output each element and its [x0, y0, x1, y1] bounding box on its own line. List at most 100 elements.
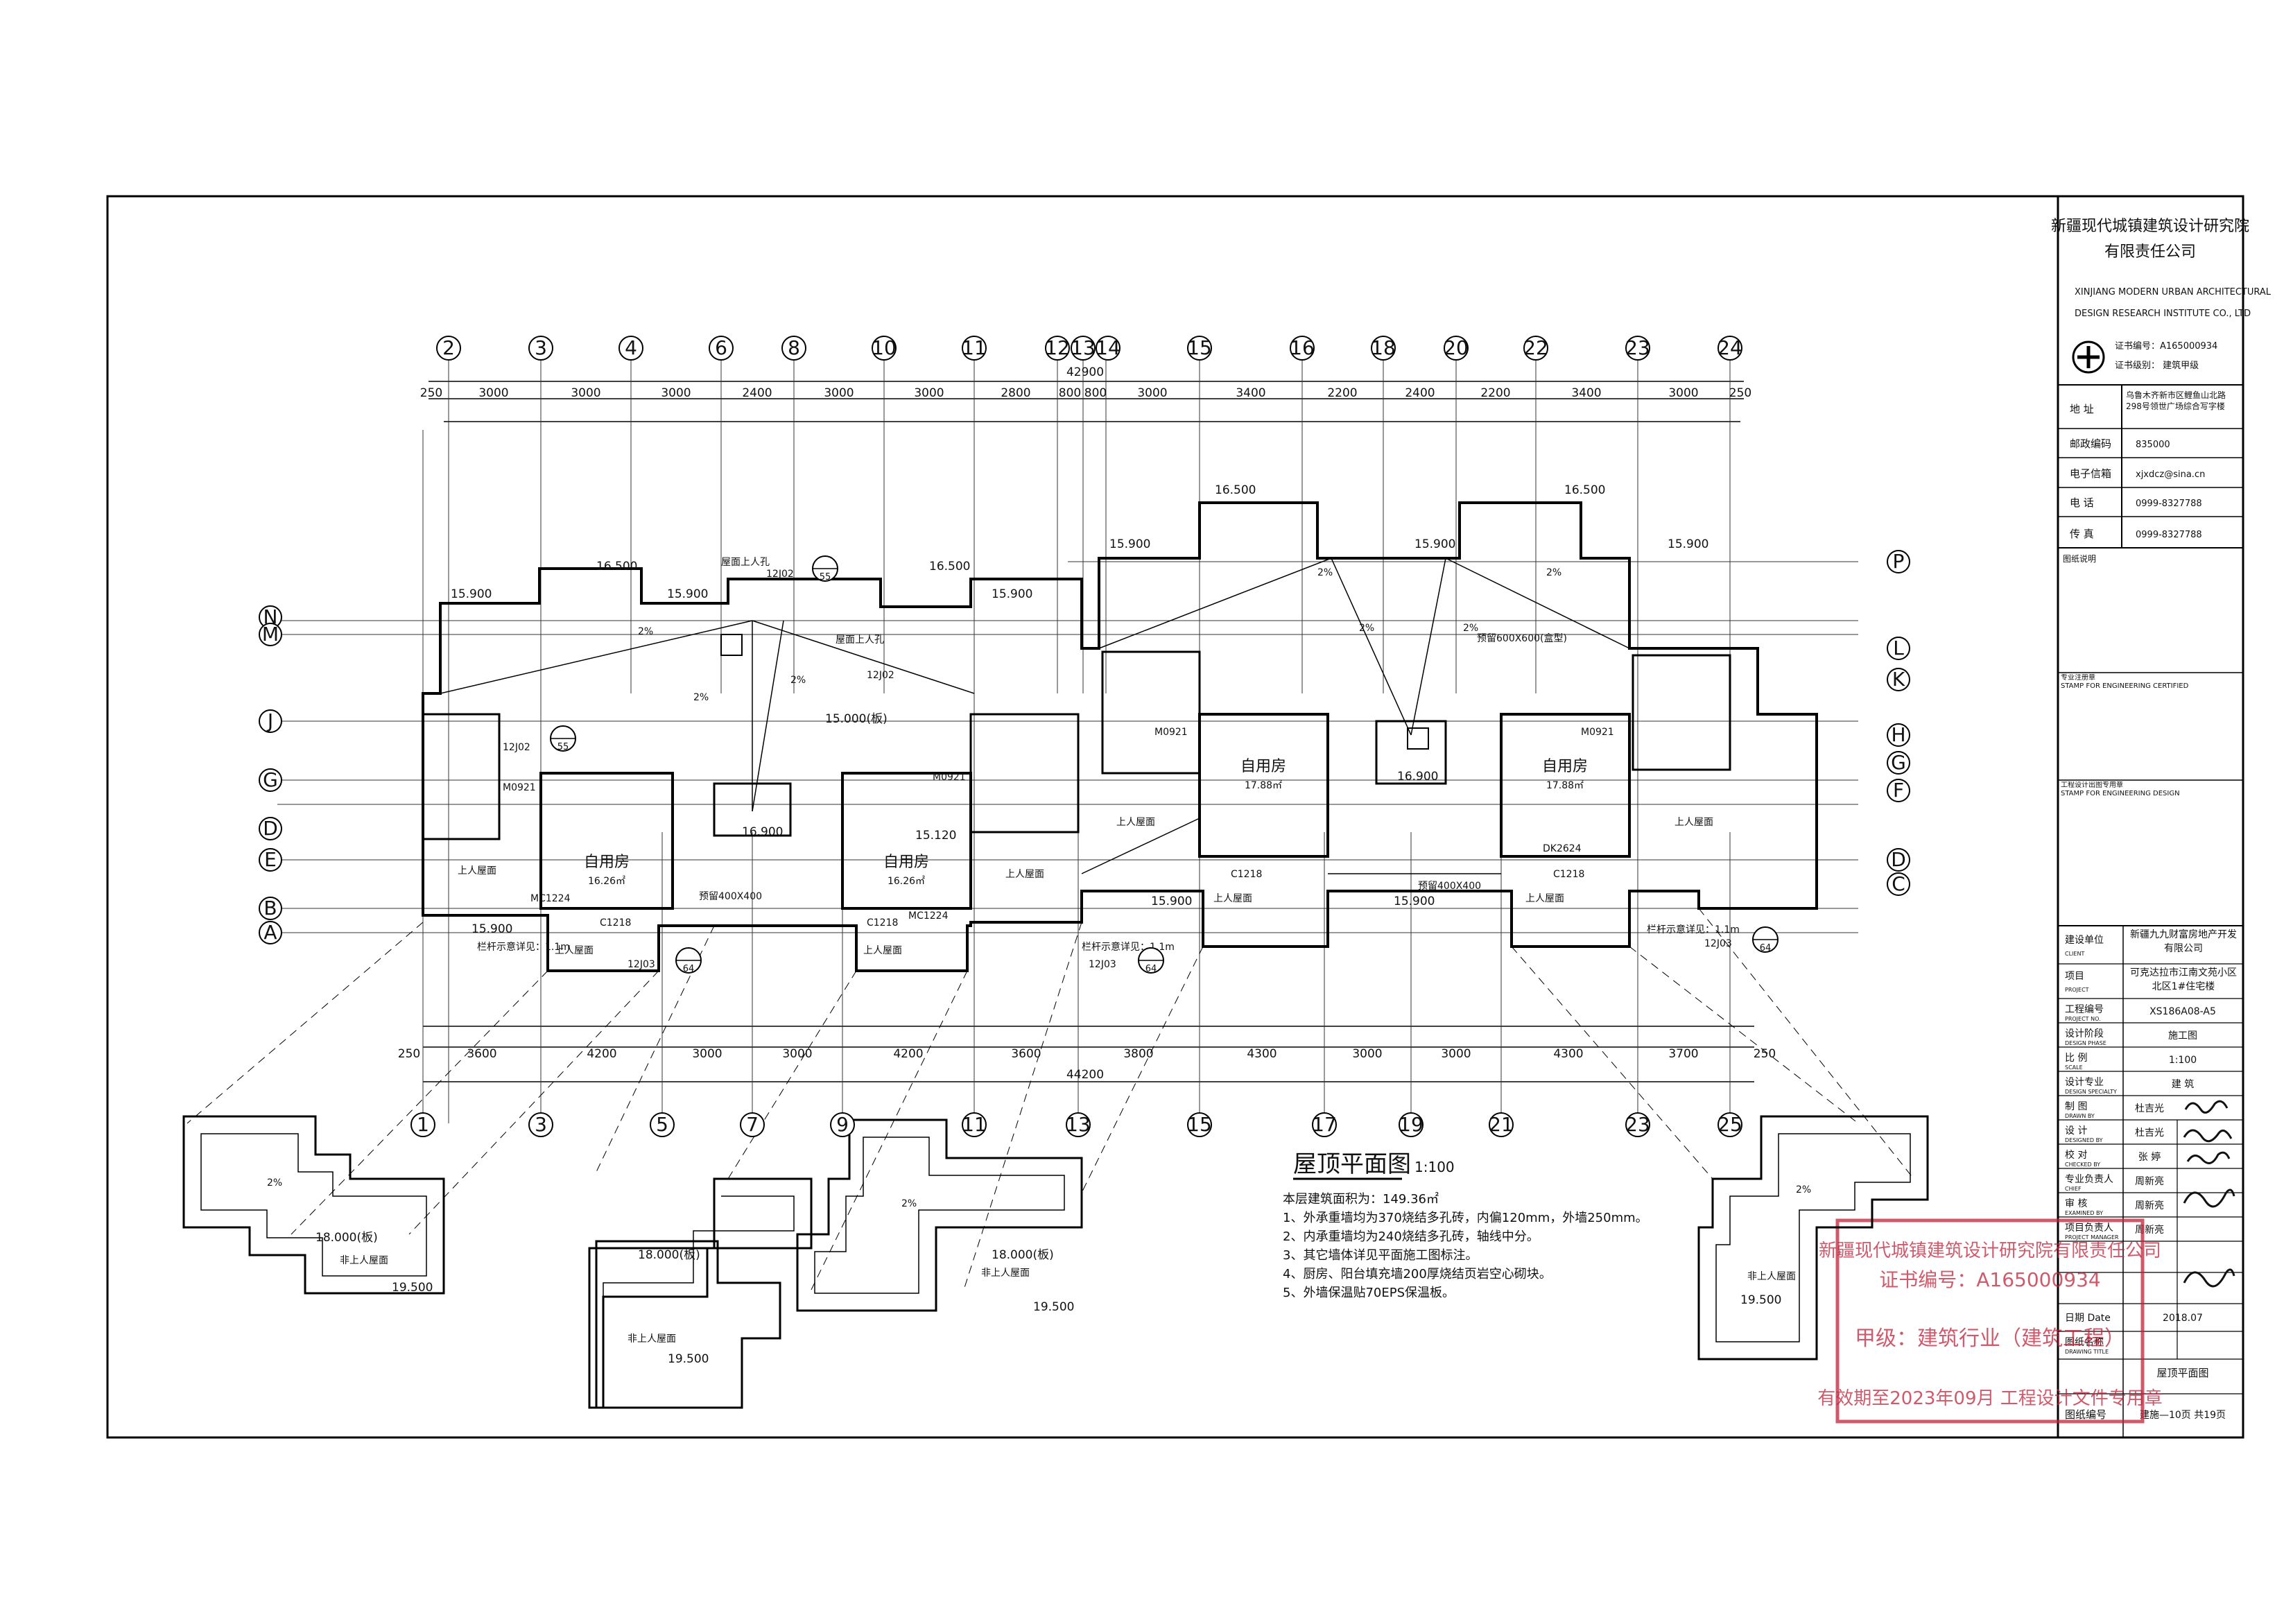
svg-text:5: 5 [656, 1113, 668, 1136]
svg-text:16: 16 [1290, 336, 1315, 359]
axis-bubble: 13 [1066, 1112, 1091, 1137]
svg-text:E: E [264, 848, 277, 871]
svg-text:10: 10 [872, 336, 897, 359]
door-tag: MC1224 [908, 910, 949, 922]
dim-text: 2800 [1001, 386, 1030, 400]
right-axis-bubbles: P L K H G F D C [1887, 550, 1910, 896]
room-name: 自用房 [584, 854, 630, 871]
dim-text: 2400 [1405, 386, 1435, 400]
svg-text:11: 11 [962, 1113, 987, 1136]
atlas-ref: 12J03 [628, 959, 655, 970]
plan-note: 4、厨房、阳台填充墙200厚烧结页岩空心砌块。 [1283, 1267, 1552, 1281]
plan-note: 1、外承重墙均为370烧结多孔砖，内偏120mm，外墙250mm。 [1283, 1211, 1648, 1225]
top-axis-bubbles: 2 3 4 6 8 10 11 12 13 14 15 16 18 20 22 … [436, 336, 1742, 361]
tb-designed-en: DESIGNED BY [2065, 1137, 2103, 1143]
svg-text:4: 4 [625, 336, 637, 359]
drawing-notes-label: 图纸说明 [2063, 553, 2096, 564]
area-note: 本层建筑面积为：149.36㎡ [1283, 1191, 1439, 1207]
plan-scale: 1:100 [1414, 1159, 1455, 1175]
level-mark: 15.900 [667, 587, 708, 601]
axis-bubble: C [1887, 872, 1910, 896]
svg-text:F: F [1893, 779, 1904, 802]
dim-text: 3800 [1123, 1047, 1153, 1061]
svg-text:21: 21 [1489, 1113, 1514, 1136]
svg-text:9: 9 [836, 1113, 849, 1136]
tb-title-en: DRAWING TITLE [2065, 1349, 2109, 1355]
tb-client-label: 建设单位 [2065, 935, 2104, 946]
svg-text:64: 64 [683, 964, 695, 974]
svg-text:14: 14 [1096, 336, 1120, 359]
axis-bubble: E [259, 848, 282, 872]
dim-text: 3400 [1236, 386, 1265, 400]
detail-ref-bubble: 55 [550, 725, 576, 752]
dim-text: 4300 [1553, 1047, 1583, 1061]
dim-text: 4200 [893, 1047, 923, 1061]
tb-scale-label: 比 例 [2065, 1053, 2087, 1064]
level-mark: 15.900 [1668, 537, 1708, 551]
svg-text:C: C [1892, 872, 1905, 895]
left-axis-bubbles: N M J G D E B A [259, 605, 282, 944]
svg-text:2: 2 [442, 336, 455, 359]
non-upper-roof-label: 非上人屋面 [340, 1255, 388, 1266]
axis-bubble: 24 [1717, 336, 1742, 361]
axis-bubble: G [259, 768, 282, 792]
cert-no: 证书编号：A165000934 [2115, 341, 2217, 352]
cert-level: 证书级别： 建筑甲级 [2115, 360, 2199, 371]
window-tag: C1218 [1553, 869, 1584, 880]
dim-text: 2200 [1480, 386, 1510, 400]
non-upper-roof-label: 非上人屋面 [628, 1333, 676, 1345]
tb-postcode-label: 邮政编码 [2070, 438, 2111, 450]
hatch-400-note: 预留400X400 [1418, 881, 1481, 892]
atlas-ref: 12J02 [503, 742, 530, 753]
tb-examined-en: EXAMINED BY [2065, 1210, 2103, 1216]
level-mark: 18.000(板) [638, 1248, 700, 1262]
atlas-ref: 12J03 [1089, 959, 1116, 970]
level-mark: 19.500 [1740, 1293, 1781, 1307]
svg-text:B: B [263, 897, 277, 919]
svg-text:20: 20 [1444, 336, 1469, 359]
non-upper-roof-label: 非上人屋面 [981, 1268, 1030, 1279]
tb-client-en: CLIENT [2065, 951, 2084, 957]
upper-roof-label: 上人屋面 [1005, 869, 1044, 880]
level-mark: 19.500 [1033, 1300, 1074, 1314]
svg-text:55: 55 [820, 572, 831, 582]
bottom-dimensions: 250 3600 4200 3000 3000 4200 3600 3800 4… [398, 1047, 1776, 1082]
door-tag: M0921 [503, 782, 536, 793]
svg-text:25: 25 [1717, 1113, 1742, 1136]
tb-title-value: 屋顶平面图 [2156, 1367, 2208, 1379]
level-mark: 19.500 [668, 1352, 709, 1366]
railing-note: 栏杆示意详见：1.1m [1647, 924, 1740, 935]
tb-client-value: 新疆九九财富房地产开发有限公司 [2130, 929, 2237, 954]
svg-text:K: K [1892, 668, 1905, 691]
stamp-line3: 甲级：建筑行业（建筑工程） [1855, 1327, 2125, 1351]
axis-bubble: 3 [528, 1112, 553, 1137]
dim-text: 2200 [1327, 386, 1357, 400]
tb-pm-en: PROJECT MANAGER [2065, 1234, 2119, 1241]
svg-text:A: A [263, 921, 277, 944]
dim-text: 800 [1059, 386, 1081, 400]
tb-specialty-value: 建 筑 [2172, 1079, 2194, 1090]
top-dimensions: 42900 250 3000 3000 3000 2400 3000 3000 … [420, 365, 1751, 400]
slope-label: 2% [1359, 623, 1374, 634]
room-area: 17.88㎡ [1245, 780, 1282, 791]
level-mark: 15.900 [992, 587, 1032, 601]
window-tag: C1218 [867, 917, 898, 928]
tb-project-label: 项目 [2065, 971, 2084, 982]
axis-bubble: L [1887, 637, 1910, 660]
svg-text:L: L [1893, 637, 1904, 659]
svg-text:6: 6 [715, 336, 727, 359]
red-seal-stamp: 新疆现代城镇建筑设计研究院有限责任公司 证书编号：A165000934 甲级：建… [1817, 1218, 2163, 1424]
svg-text:G: G [1891, 751, 1906, 774]
stamp-line4: 有效期至2023年09月 工程设计文件专用章 [1817, 1388, 2163, 1409]
svg-text:1: 1 [417, 1113, 429, 1136]
svg-text:17: 17 [1312, 1113, 1337, 1136]
axis-bubble: 11 [962, 1112, 987, 1137]
dim-text: 3000 [824, 386, 854, 400]
overall-dim-top: 42900 [1066, 365, 1104, 379]
svg-text:13: 13 [1071, 336, 1096, 359]
plan-title: 屋顶平面图 [1293, 1150, 1411, 1178]
tb-project-value: 可克达拉市江南文苑小区北区1#住宅楼 [2130, 967, 2237, 992]
plan-labels: 16.500 16.500 16.500 16.500 15.900 15.90… [267, 483, 1811, 1366]
level-mark: 16.500 [1564, 483, 1605, 497]
